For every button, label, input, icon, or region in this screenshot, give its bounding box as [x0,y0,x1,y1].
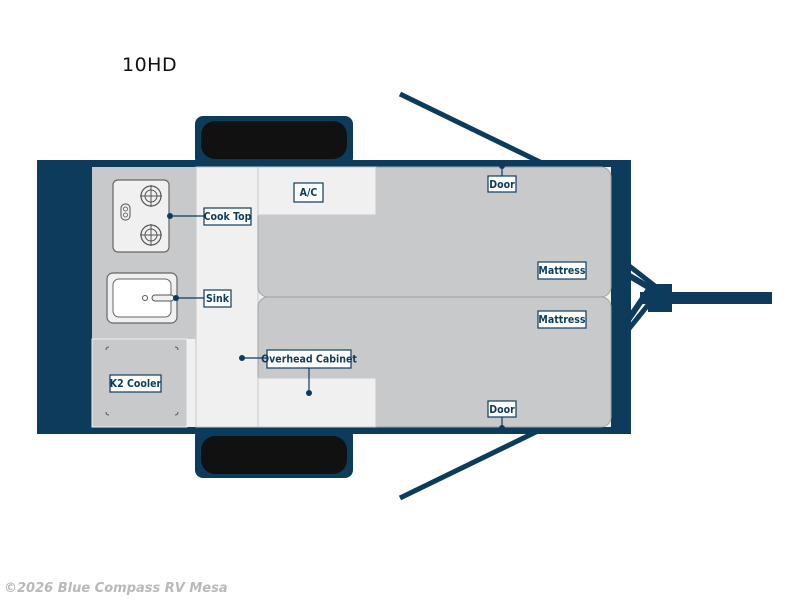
svg-text:K2 Cooler: K2 Cooler [110,378,162,390]
wheel-top [195,116,353,166]
svg-text:Door: Door [489,404,515,416]
svg-text:Sink: Sink [206,293,230,305]
svg-text:Mattress: Mattress [538,314,586,326]
label-k2-cooler: K2 Cooler [109,374,162,393]
svg-text:Mattress: Mattress [538,265,586,277]
watermark: ©2026 Blue Compass RV Mesa [4,581,228,596]
label-ac: A/C [293,182,324,203]
sink-icon [106,272,178,324]
label-mattress-bottom: Mattress [537,310,587,329]
wheel-bottom [195,428,353,478]
hitch [398,91,772,501]
leader-lines [167,163,505,431]
label-door-bottom: Door [487,400,517,418]
svg-text:Cook Top: Cook Top [204,211,252,223]
svg-text:Overhead Cabinet: Overhead Cabinet [261,354,357,366]
label-sink: Sink [203,289,232,308]
svg-text:A/C: A/C [300,187,318,199]
cook-top-icon [112,179,170,253]
label-mattress-top: Mattress [537,261,587,280]
model-title: 10HD [122,54,178,76]
label-cook-top: Cook Top [203,207,252,226]
label-door-top: Door [487,175,517,193]
svg-text:Door: Door [489,179,515,191]
overhead-cabinet-block [257,377,377,428]
label-overhead-cabinet: Overhead Cabinet [261,349,357,369]
cooler-icon [105,346,179,416]
